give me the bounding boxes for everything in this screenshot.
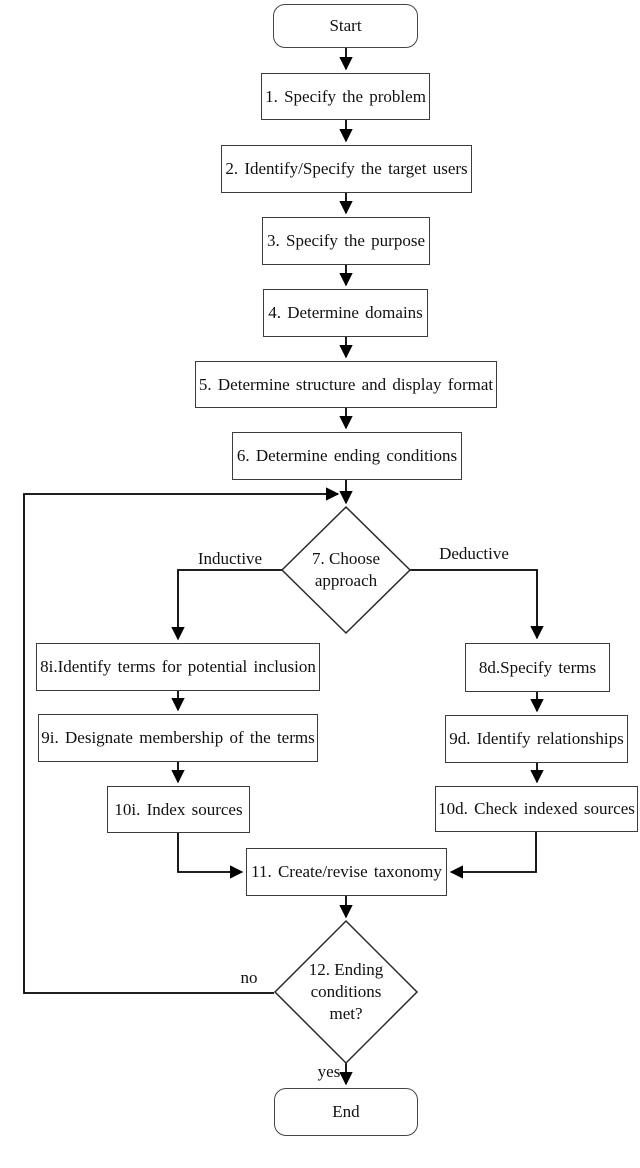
node-step-9i: 9i. Designate membership of the terms — [38, 714, 318, 762]
node-start: Start — [273, 4, 418, 48]
label-inductive: Inductive — [197, 549, 263, 568]
edge-deductive — [410, 569, 544, 640]
label-yes: yes — [317, 1062, 341, 1081]
node-step-6: 6. Determine ending conditions — [232, 432, 462, 480]
edge-no-loop — [23, 487, 340, 994]
node-step-2: 2. Identify/Specify the target users — [221, 145, 472, 193]
node-step-5: 5. Determine structure and display forma… — [195, 361, 497, 408]
label-no: no — [240, 968, 258, 987]
edge-10i-to-11 — [177, 833, 244, 879]
label-deductive: Deductive — [439, 544, 509, 563]
node-step-3: 3. Specify the purpose — [262, 217, 430, 265]
node-step-12-decision: 12. Ending conditions met? — [308, 959, 384, 1024]
node-end: End — [274, 1088, 418, 1136]
node-step-8i: 8i.Identify terms for potential inclusio… — [36, 643, 320, 691]
node-step-1: 1. Specify the problem — [261, 73, 430, 120]
node-step-11: 11. Create/revise taxonomy — [246, 848, 447, 896]
node-step-9d: 9d. Identify relationships — [445, 715, 628, 763]
node-step-7-decision: 7. Choose approach — [312, 548, 380, 590]
decision-7-shape — [280, 505, 412, 635]
node-step-10i: 10i. Index sources — [107, 786, 250, 833]
node-step-4: 4. Determine domains — [263, 289, 428, 337]
node-step-8d: 8d.Specify terms — [465, 643, 610, 692]
edge-inductive — [171, 569, 282, 641]
edge-10d-to-11 — [449, 832, 537, 879]
node-step-10d: 10d. Check indexed sources — [435, 786, 638, 832]
decision-12-shape — [273, 919, 419, 1065]
